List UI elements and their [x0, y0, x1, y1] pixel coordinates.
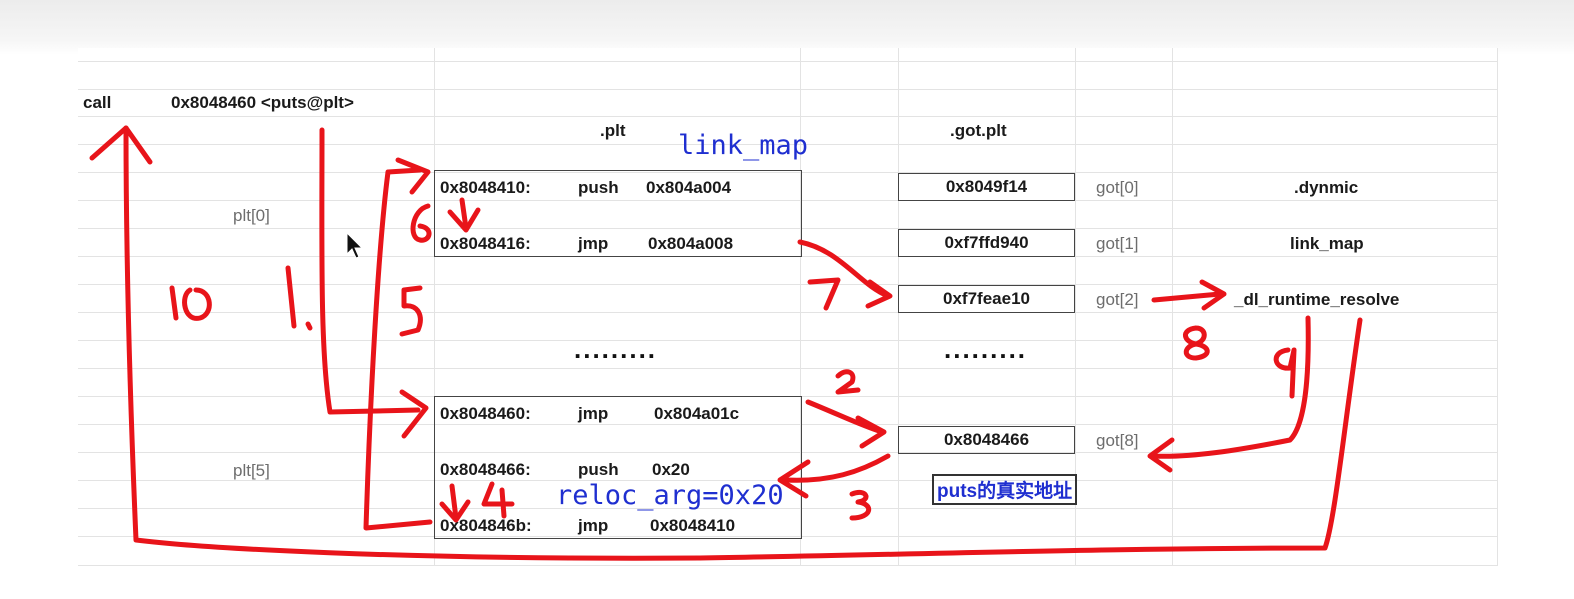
digit-2: [835, 369, 861, 395]
grid-row-line: [78, 284, 1498, 285]
arrow-1-path: [319, 127, 421, 415]
arrow-8-head: [1199, 279, 1227, 311]
arrow-8-path: [1151, 291, 1223, 303]
plt-ellipsis: .........: [574, 334, 658, 364]
plt5-line3-op: jmp: [578, 516, 609, 535]
arrow-6-head: [447, 207, 481, 233]
arrow-3-path: [783, 453, 891, 483]
grid-column-line: [1075, 48, 1076, 566]
plt0-line2-op: jmp: [578, 234, 609, 253]
plt0-line1-addr: 0x8048410:: [440, 178, 531, 197]
plt0-line2-addr: 0x8048416:: [440, 234, 531, 253]
digit-10-one: [169, 285, 179, 321]
grid-row-line: [78, 200, 1498, 201]
arrow-1-head: [399, 389, 429, 439]
grid-row-line: [78, 424, 1498, 425]
plt5-line1-op: jmp: [578, 404, 609, 423]
plt0-line2-arg: 0x804a008: [648, 234, 734, 253]
mouse-cursor-icon: [346, 232, 364, 259]
arrow-10-path: [123, 125, 1363, 561]
got2-meaning: _dl_runtime_resolve: [1234, 290, 1400, 309]
plt0-line1-arg: 0x804a004: [646, 178, 732, 197]
digit-7: [807, 277, 841, 311]
got1-value-box: 0xf7ffd940: [898, 229, 1075, 257]
plt5-line2-arg: 0x20: [652, 460, 690, 479]
digit-10-zero: [182, 287, 212, 321]
digit-1-dot: [305, 321, 313, 331]
grid-row-line: [78, 312, 1498, 313]
arrow-9-head: [1147, 437, 1175, 473]
call-target: 0x8048460 <puts@plt>: [171, 93, 354, 112]
arrow-4-head: [439, 499, 471, 523]
plt5-line3-arg: 0x8048410: [650, 516, 736, 535]
plt5-line2-op: push: [578, 460, 619, 479]
got0-meaning: .dynmic: [1294, 178, 1359, 197]
call-mnemonic: call: [83, 93, 112, 112]
reloc-arg-annotation: reloc_arg=0x20: [556, 480, 784, 511]
digit-1: [285, 265, 297, 329]
arrow-2-head: [855, 415, 887, 449]
plt-section-header: .plt: [600, 121, 626, 140]
plt5-line1-arg: 0x804a01c: [654, 404, 740, 423]
grid-row-line: [78, 89, 1498, 90]
arrow-3-head: [777, 459, 811, 499]
plt0-line1-op: push: [578, 178, 619, 197]
grid-row-line: [78, 536, 1498, 537]
plt5-line3-addr: 0x804846b:: [440, 516, 532, 535]
digit-5: [399, 285, 423, 337]
plt5-line1-addr: 0x8048460:: [440, 404, 531, 423]
digit-9: [1273, 347, 1297, 399]
grid-row-line: [78, 565, 1498, 566]
plt5-line2-addr: 0x8048466:: [440, 460, 531, 479]
grid-row-line: [78, 452, 1498, 453]
arrow-9-path: [1149, 315, 1311, 459]
digit-8: [1183, 325, 1210, 361]
grid-row-line: [78, 116, 1498, 117]
grid-row-line: [78, 228, 1498, 229]
grid-row-line: [78, 340, 1498, 341]
digit-3: [849, 489, 871, 521]
grid-row-line: [78, 508, 1498, 509]
grid-row-line: [78, 144, 1498, 145]
arrow-10-head: [89, 125, 153, 165]
got0-label: got[0]: [1096, 178, 1139, 197]
puts-real-address-label: puts的真实地址: [932, 474, 1078, 505]
got-ellipsis: .........: [944, 334, 1028, 364]
arrow-7-head: [865, 279, 893, 309]
link-map-annotation: link_map: [678, 130, 809, 161]
grid-row-line: [78, 172, 1498, 173]
grid-row-line: [78, 61, 1498, 62]
arrow-4-path: [449, 483, 459, 521]
arrow-5-head: [395, 157, 431, 195]
got8-value-box: 0x8048466: [898, 426, 1075, 454]
digit-6: [410, 203, 432, 243]
arrow-6-path: [459, 197, 469, 231]
grid-column-line: [1172, 48, 1173, 566]
got2-label: got[2]: [1096, 290, 1139, 309]
grid-column-line: [1497, 48, 1498, 566]
gotplt-section-header: .got.plt: [950, 121, 1007, 140]
arrow-7-path: [797, 239, 891, 299]
grid-column-line: [434, 48, 435, 566]
grid-column-line: [800, 48, 801, 566]
got1-label: got[1]: [1096, 234, 1139, 253]
plt0-row-label: plt[0]: [233, 206, 270, 225]
arrow-5-path: [363, 167, 433, 531]
plt5-row-label: plt[5]: [233, 461, 270, 480]
got1-meaning: link_map: [1290, 234, 1364, 253]
got8-label: got[8]: [1096, 431, 1139, 450]
plt0-box: [434, 170, 802, 257]
got2-value-box: 0xf7feae10: [898, 285, 1075, 313]
digit-4: [481, 481, 515, 519]
got0-value-box: 0x8049f14: [898, 173, 1075, 201]
grid-row-line: [78, 368, 1498, 369]
